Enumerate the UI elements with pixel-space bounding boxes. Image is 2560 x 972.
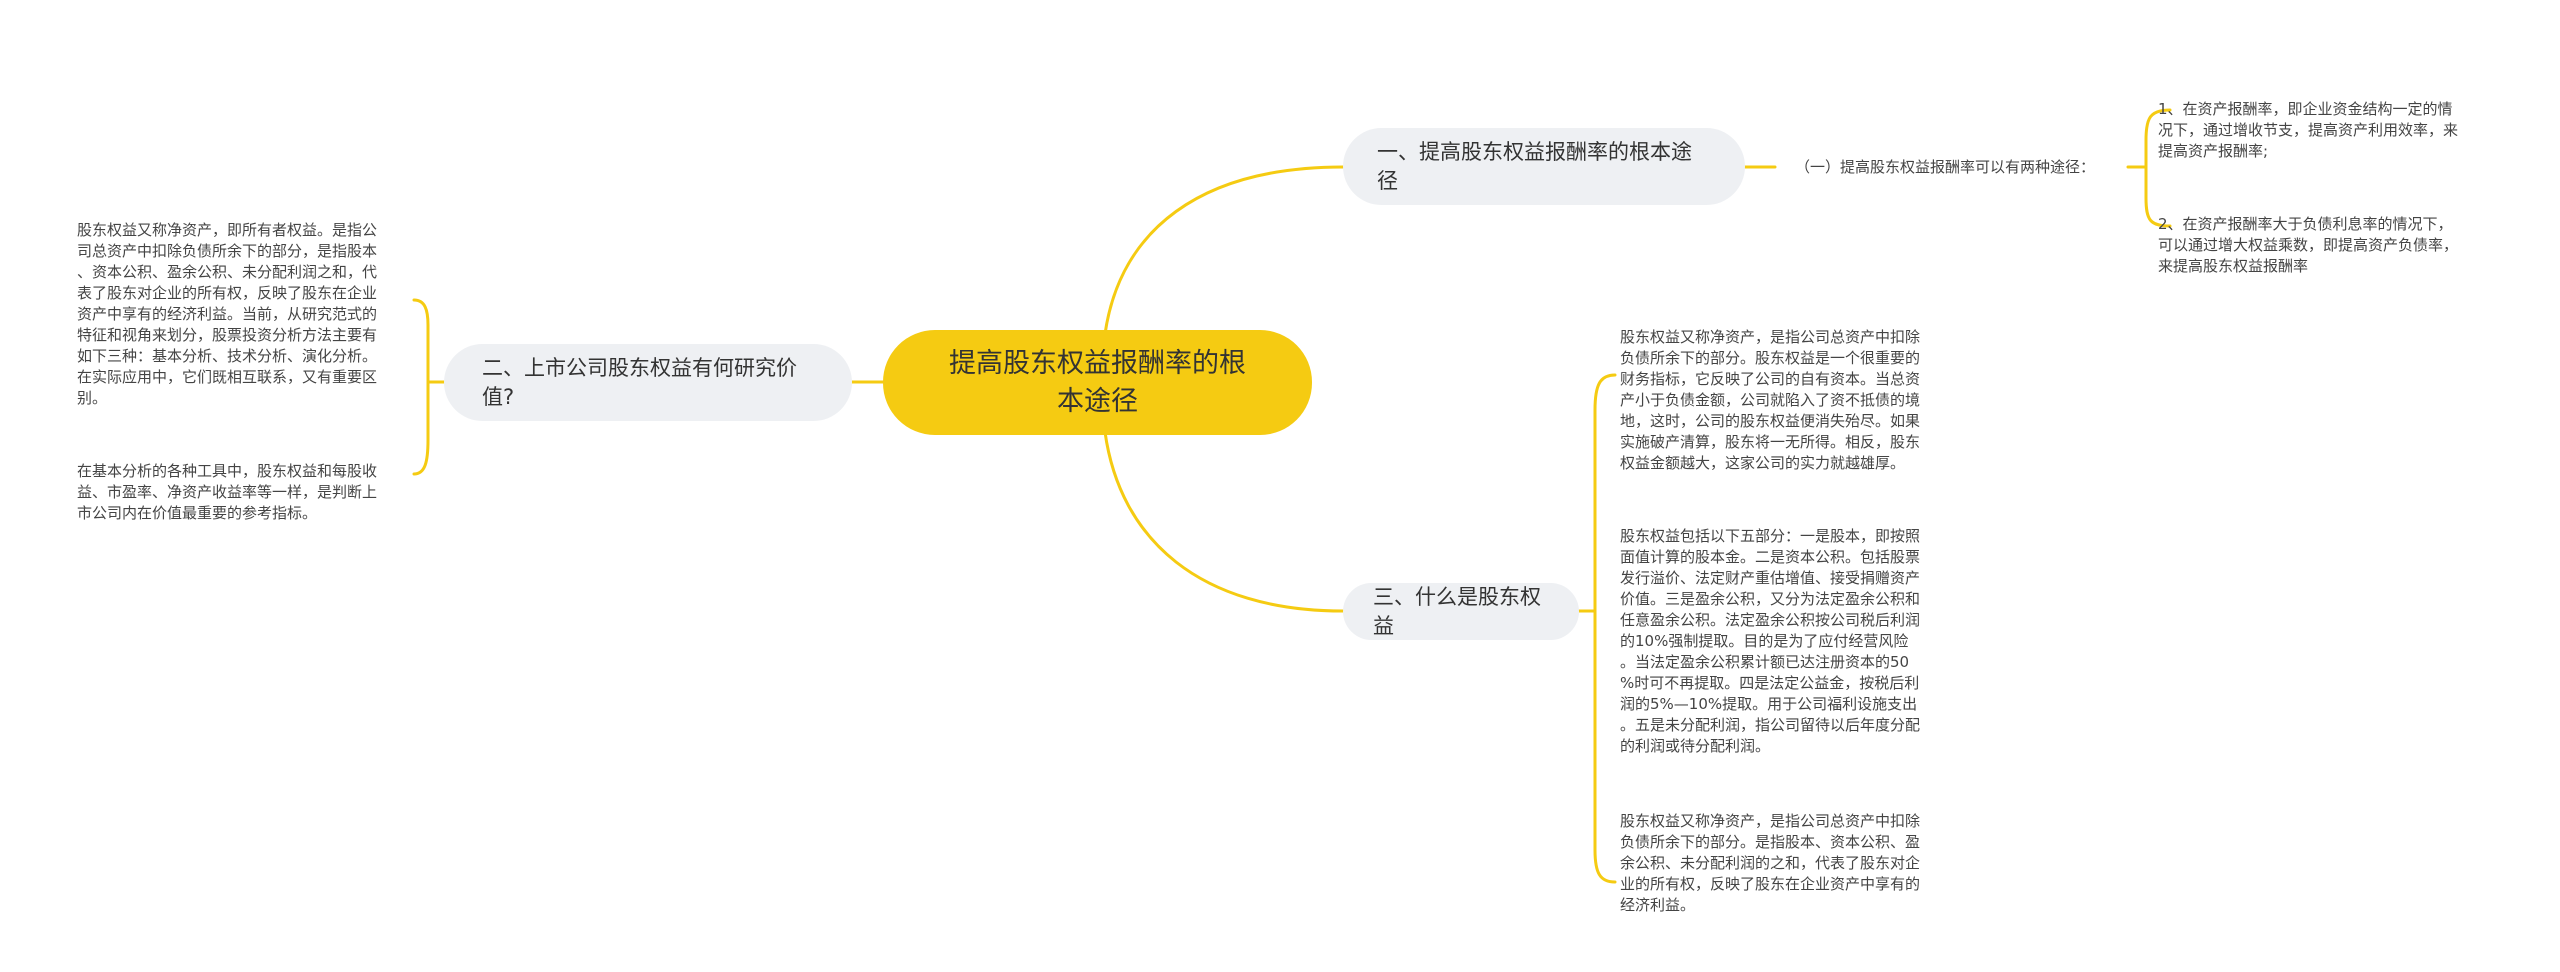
branch-topic-3[interactable]: 三、什么是股东权益 (1343, 583, 1579, 640)
subtopic-two-ways[interactable]: （一）提高股东权益报酬率可以有两种途径： (1795, 157, 2095, 177)
connector-root-branch3 (1103, 430, 1345, 613)
branch-topic-3-label: 三、什么是股东权益 (1373, 584, 1541, 638)
leaf-3-2[interactable]: 股东权益包括以下五部分：一是股本，即按照 面值计算的股本金。二是资本公积。包括股… (1620, 505, 1920, 757)
leaf-1-1[interactable]: 1、在资产报酬率，即企业资金结构一定的情 况下，通过增收节支，提高资产利用效率，… (2158, 78, 2458, 162)
root-topic[interactable]: 提高股东权益报酬率的根本途径 (883, 330, 1312, 435)
branch-topic-1-label: 一、提高股东权益报酬率的根本途径 (1377, 139, 1692, 193)
leaf-3-3-text: 股东权益又称净资产，是指公司总资产中扣除 负债所余下的部分。是指股本、资本公积、… (1620, 812, 1921, 914)
connector-sub-bracket (2126, 108, 2172, 228)
connector-branch2-bracket (412, 298, 446, 476)
leaf-2-1-text: 股东权益又称净资产，即所有者权益。是指公 司总资产中扣除负债所余下的部分，是指股… (77, 221, 378, 407)
leaf-3-1[interactable]: 股东权益又称净资产，是指公司总资产中扣除 负债所余下的部分。股东权益是一个很重要… (1620, 306, 1920, 474)
branch-topic-1[interactable]: 一、提高股东权益报酬率的根本途径 (1343, 128, 1745, 205)
leaf-1-2-text: 2、在资产报酬率大于负债利息率的情况下， 可以通过增大权益乘数，即提高资产负债率… (2158, 215, 2459, 275)
leaf-1-2[interactable]: 2、在资产报酬率大于负债利息率的情况下， 可以通过增大权益乘数，即提高资产负债率… (2158, 193, 2458, 277)
leaf-2-1[interactable]: 股东权益又称净资产，即所有者权益。是指公 司总资产中扣除负债所余下的部分，是指股… (77, 199, 377, 409)
leaf-2-2-text: 在基本分析的各种工具中，股东权益和每股收 益、市盈率、净资产收益率等一样，是判断… (77, 462, 378, 522)
branch-topic-2-label: 二、上市公司股东权益有何研究价值? (482, 355, 797, 409)
leaf-2-2[interactable]: 在基本分析的各种工具中，股东权益和每股收 益、市盈率、净资产收益率等一样，是判断… (77, 440, 377, 524)
subtopic-two-ways-label: （一）提高股东权益报酬率可以有两种途径： (1795, 158, 2096, 176)
leaf-3-2-text: 股东权益包括以下五部分：一是股本，即按照 面值计算的股本金。二是资本公积。包括股… (1620, 527, 1921, 755)
branch-topic-2[interactable]: 二、上市公司股东权益有何研究价值? (444, 344, 852, 421)
connector-root-branch1 (1103, 165, 1345, 336)
leaf-1-1-text: 1、在资产报酬率，即企业资金结构一定的情 况下，通过增收节支，提高资产利用效率，… (2158, 100, 2459, 160)
leaf-3-3[interactable]: 股东权益又称净资产，是指公司总资产中扣除 负债所余下的部分。是指股本、资本公积、… (1620, 790, 1920, 916)
leaf-3-1-text: 股东权益又称净资产，是指公司总资产中扣除 负债所余下的部分。股东权益是一个很重要… (1620, 328, 1921, 472)
connector-branch3-bracket (1577, 373, 1617, 884)
root-topic-label: 提高股东权益报酬率的根本途径 (949, 347, 1246, 417)
